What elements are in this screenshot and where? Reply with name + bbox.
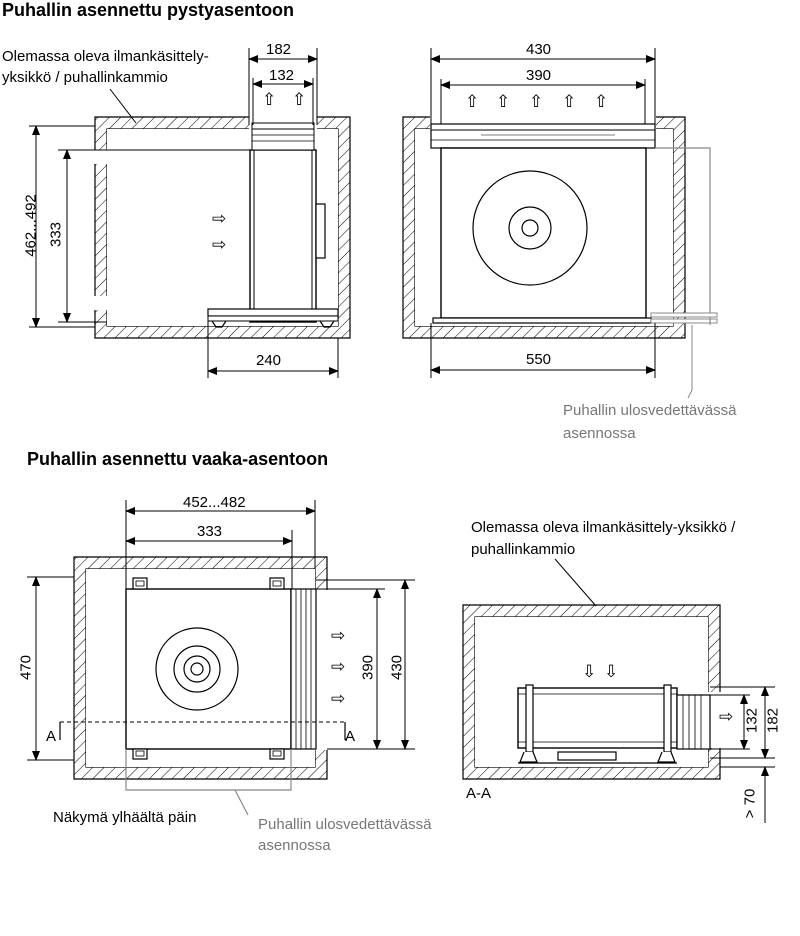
pulled-out-label-line2: asennossa (563, 425, 636, 442)
section-label-a-a: A-A (466, 785, 492, 802)
airflow-down-arrow-icon: ⇩ (582, 662, 597, 681)
dim-width-outer: 430 (526, 41, 552, 58)
pulled-out-label-line1: Puhallin ulosvedettävässä (563, 402, 737, 419)
airflow-up-arrow-icon: ⇧ (465, 92, 480, 111)
fan-body (125, 588, 292, 750)
airflow-up-arrow-icon: ⇧ (594, 92, 609, 111)
existing-unit-label-line2: yksikkö / puhallinkammio (2, 69, 168, 86)
existing-unit-label-line1: Olemassa oleva ilmankäsittely- (2, 48, 209, 65)
dim-182: 182 (764, 707, 782, 734)
dimensions-view-2 (430, 48, 693, 399)
dim-width-range: 452...482 (183, 494, 246, 511)
existing-unit-label-line1: Olemassa oleva ilmankäsittely-yksikkö / (471, 519, 736, 536)
view-vertical-side (94, 115, 351, 339)
outlet-connector (430, 123, 656, 149)
dim-width: 333 (197, 523, 223, 540)
dimensions-view-1 (29, 48, 339, 378)
airflow-right-arrow-icon: ⇨ (331, 689, 346, 708)
airflow-up-arrow-icon: ⇧ (562, 92, 577, 111)
dim-470: 470 (17, 654, 35, 681)
pulled-out-label-line1: Puhallin ulosvedettävässä (258, 816, 432, 833)
airflow-down-arrow-icon: ⇩ (604, 662, 619, 681)
fan-body (249, 149, 317, 323)
dim-length: 550 (526, 351, 552, 368)
dimensions-view-3 (27, 500, 415, 761)
view-section-a-a (462, 604, 723, 780)
dim-depth: 240 (256, 352, 282, 369)
airflow-up-arrow-icon: ⇧ (292, 90, 307, 109)
dim-width-inner: 390 (526, 67, 552, 84)
impeller (155, 627, 239, 711)
airflow-up-arrow-icon: ⇧ (529, 92, 544, 111)
dim-132: 132 (743, 707, 761, 734)
pulled-out-outline (125, 749, 249, 816)
impeller (472, 170, 588, 286)
airflow-right-arrow-icon: ⇨ (212, 235, 227, 254)
dim-430: 430 (388, 654, 406, 681)
base-rail (207, 308, 339, 317)
fan-body (517, 687, 678, 749)
section-marker-left: A (46, 728, 57, 745)
dim-height-range: 462...492 (22, 194, 40, 257)
airflow-up-arrow-icon: ⇧ (496, 92, 511, 111)
view-from-above-label: Näkymä ylhäältä päin (53, 809, 197, 826)
pulled-out-outline (655, 147, 711, 325)
pulled-out-label-line2: asennossa (258, 837, 331, 854)
airflow-right-arrow-icon: ⇨ (719, 707, 734, 726)
section-title-horizontal: Puhallin asennettu vaaka-asentoon (27, 449, 329, 469)
outlet-connector (290, 588, 317, 750)
view-horizontal-top (59, 556, 346, 816)
dim-height: 333 (47, 221, 65, 248)
dim-outlet-outer: 182 (266, 41, 292, 58)
outlet-connector (251, 122, 315, 151)
existing-unit-label-line2: puhallinkammio (471, 541, 576, 558)
fan-body (440, 147, 647, 319)
dim-390: 390 (359, 654, 377, 681)
dimensions-view-4 (554, 558, 775, 823)
airflow-up-arrow-icon: ⇧ (262, 90, 277, 109)
airflow-right-arrow-icon: ⇨ (331, 657, 346, 676)
section-marker-right: A (345, 728, 356, 745)
view-vertical-front (402, 115, 718, 339)
airflow-right-arrow-icon: ⇨ (212, 209, 227, 228)
section-title-vertical: Puhallin asennettu pystyasentoon (2, 0, 295, 20)
outlet-connector (676, 694, 711, 750)
dim-outlet-inner: 132 (269, 67, 295, 84)
airflow-right-arrow-icon: ⇨ (331, 626, 346, 645)
dim-min-70: > 70 (741, 788, 759, 819)
